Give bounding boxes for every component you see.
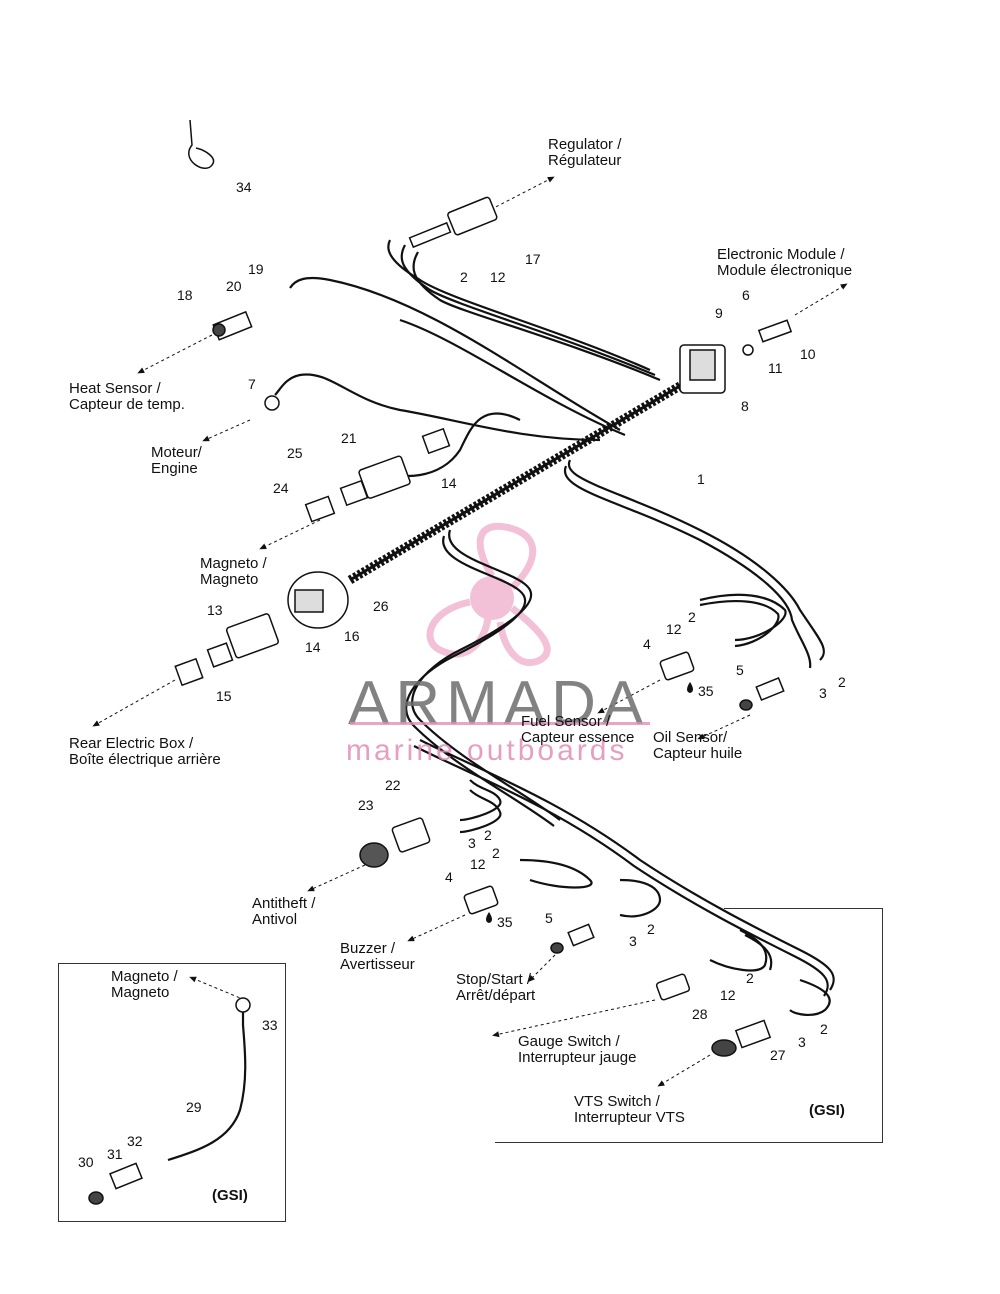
part-number: 14	[441, 475, 457, 491]
label-electronic-module: Electronic Module /Module électronique	[717, 246, 853, 279]
part-number: 25	[287, 445, 303, 461]
part-number: 6	[742, 287, 750, 303]
part-number: 16	[344, 628, 360, 644]
part-number: 24	[273, 480, 289, 496]
part-number: 2	[647, 921, 655, 937]
part-number: 28	[692, 1006, 708, 1022]
part-number: 5	[736, 662, 744, 678]
label-heat-sensor: Heat Sensor /Capteur de temp.	[69, 380, 185, 413]
watermark-brand: ARMADA	[348, 669, 650, 738]
watermark-subtitle: marine outboards	[346, 734, 628, 767]
part-number: 11	[768, 360, 783, 376]
label-buzzer: Buzzer /Avertisseur	[340, 940, 415, 973]
part-number: 12	[720, 987, 736, 1003]
part-number: 19	[248, 261, 264, 277]
part-number: 29	[186, 1099, 202, 1115]
part-number: 23	[358, 797, 374, 813]
harness-wires	[274, 239, 835, 1016]
sealant-drop-icons	[486, 682, 693, 923]
part-number: 20	[226, 278, 242, 294]
gsi-inset-switches	[724, 908, 883, 1143]
part-number: 35	[698, 683, 714, 699]
part-number: 30	[78, 1154, 94, 1170]
label-engine: Moteur/Engine	[151, 444, 202, 477]
part-number: 10	[800, 346, 816, 362]
label-regulator: Regulator /Régulateur	[548, 136, 622, 169]
gsi-inset-magneto	[58, 963, 286, 1222]
part-number: 32	[127, 1133, 143, 1149]
part-number: 4	[445, 869, 453, 885]
part-number: 12	[490, 269, 506, 285]
watermark-propeller-logo	[426, 522, 551, 666]
part-number: 3	[629, 933, 637, 949]
part-number: 2	[688, 609, 696, 625]
label-rear-electric-box: Rear Electric Box /Boîte électrique arri…	[69, 735, 221, 768]
label-oil-sensor: Oil Sensor/Capteur huile	[653, 729, 743, 762]
part-number: 26	[373, 598, 389, 614]
part-number: 12	[666, 621, 682, 637]
part-number: 27	[770, 1047, 786, 1063]
part-number: 13	[207, 602, 223, 618]
part-number: 2	[820, 1021, 828, 1037]
label-vts-switch: VTS Switch /Interrupteur VTS	[574, 1093, 685, 1126]
leader-arrows	[92, 176, 848, 1087]
part-number: 35	[497, 914, 513, 930]
part-number: 18	[177, 287, 193, 303]
part-number: 22	[385, 777, 401, 793]
part-number: 9	[715, 305, 723, 321]
main-harness	[347, 376, 693, 584]
label-inset-magneto: Magneto /Magneto	[111, 968, 178, 1001]
part-number: 8	[741, 398, 749, 414]
gsi-inset-bottom-rule	[495, 1142, 883, 1143]
part-number: 12	[470, 856, 486, 872]
part-number: 3	[468, 835, 476, 851]
part-number: 5	[545, 910, 553, 926]
part-number: 2	[838, 674, 846, 690]
part-number: 2	[484, 827, 492, 843]
gsi-tag-right: (GSI)	[809, 1102, 845, 1119]
label-antitheft: Antitheft /Antivol	[252, 895, 316, 928]
components	[88, 119, 793, 1205]
label-gauge-switch: Gauge Switch /Interrupteur jauge	[518, 1033, 637, 1066]
label-stop-start: Stop/Start /Arrêt/départ	[456, 971, 536, 1004]
part-number: 4	[643, 636, 651, 652]
part-number: 1	[697, 471, 705, 487]
watermark-underline	[350, 722, 650, 725]
part-number: 34	[236, 179, 252, 195]
label-fuel-sensor: Fuel Sensor /Capteur essence	[521, 713, 635, 746]
part-number: 2	[460, 269, 468, 285]
part-number: 2	[492, 845, 500, 861]
label-magneto: Magneto /Magneto	[200, 555, 267, 588]
part-number: 31	[107, 1146, 123, 1162]
part-number: 21	[341, 430, 357, 446]
part-number: 14	[305, 639, 321, 655]
part-number: 33	[262, 1017, 278, 1033]
part-number: 3	[819, 685, 827, 701]
part-number: 15	[216, 688, 232, 704]
gsi-tag-inset: (GSI)	[212, 1187, 248, 1204]
part-number: 2	[746, 970, 754, 986]
part-number: 17	[525, 251, 541, 267]
part-number: 7	[248, 376, 256, 392]
part-number: 3	[798, 1034, 806, 1050]
